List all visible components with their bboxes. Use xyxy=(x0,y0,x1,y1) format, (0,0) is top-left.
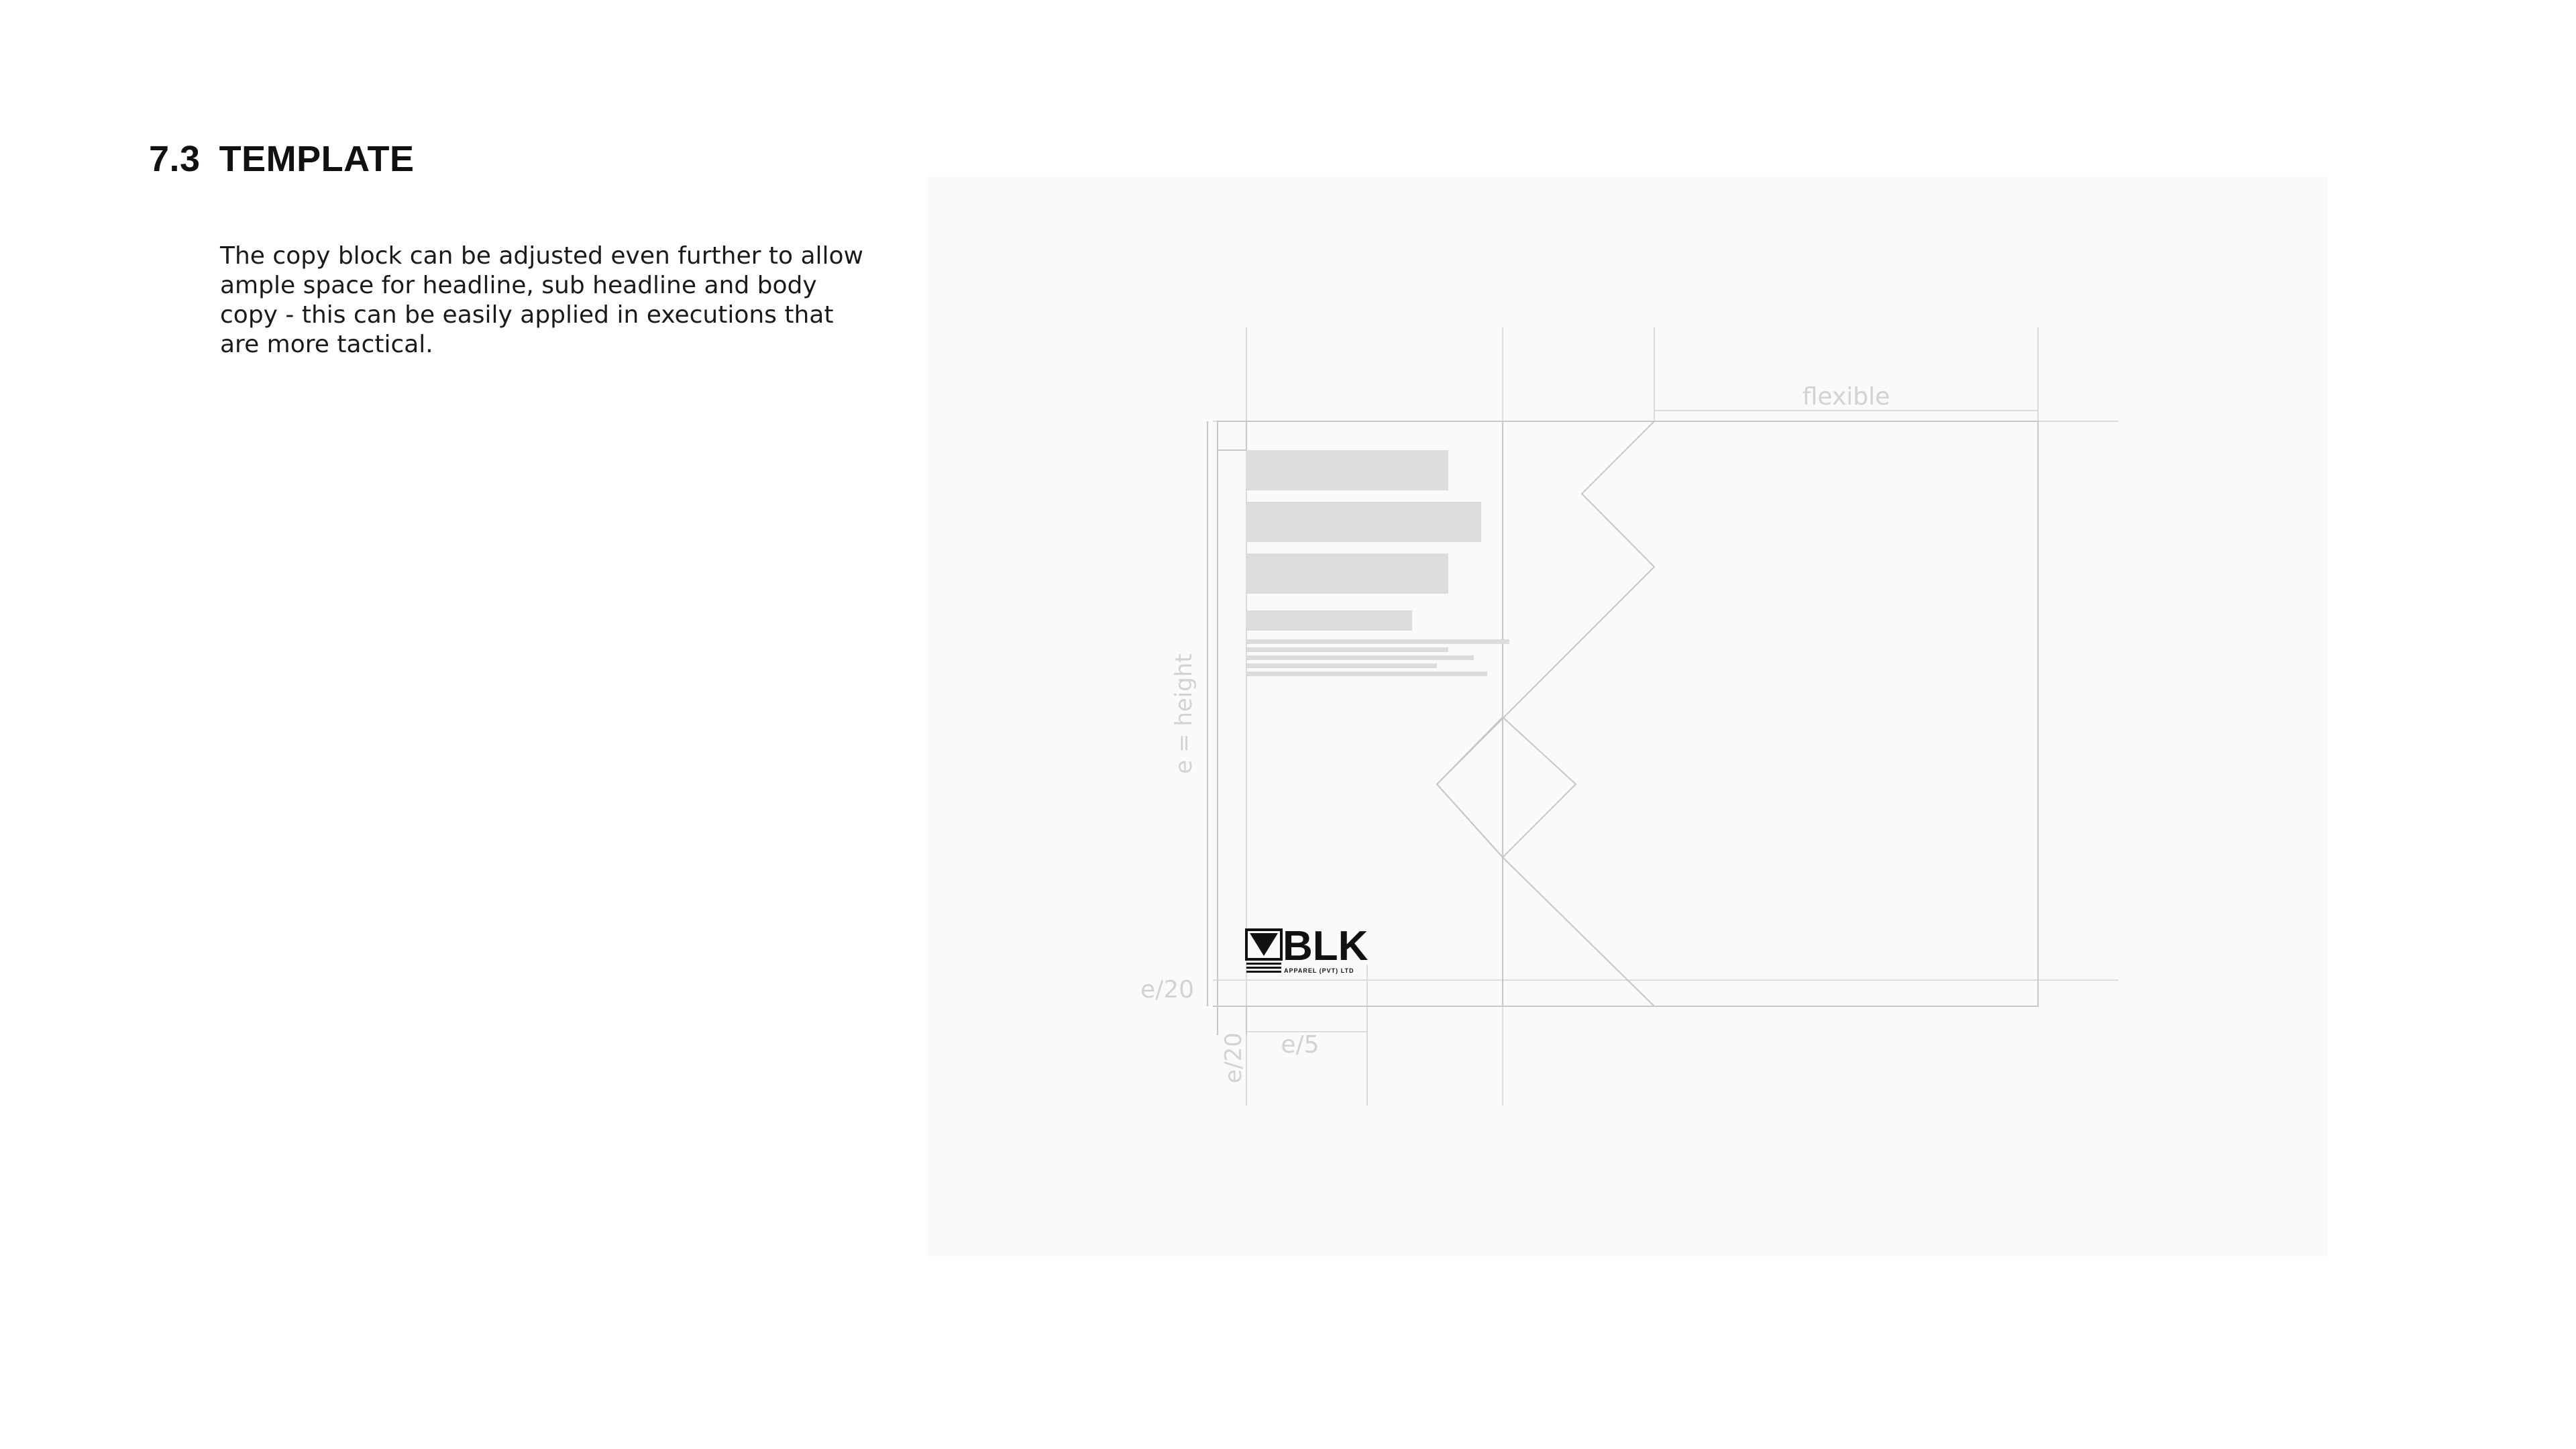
description-text: The copy block can be adjusted even furt… xyxy=(220,242,863,358)
flexible-label: flexible xyxy=(1803,383,1890,411)
subheadline-placeholder xyxy=(1246,610,1412,631)
body-copy-line xyxy=(1246,663,1437,668)
layout-frame xyxy=(1207,421,2039,1035)
blk-logo: BLK APPAREL (PVT) LTD xyxy=(1245,923,1368,974)
template-diagram-panel: BLK APPAREL (PVT) LTD flexible e = heigh… xyxy=(928,176,2328,1256)
logo-subline: APPAREL (PVT) LTD xyxy=(1284,967,1354,974)
margin-bottom-label: e/20 xyxy=(1220,1032,1247,1083)
height-label: e = height xyxy=(1171,653,1197,773)
headline-placeholder xyxy=(1246,553,1448,594)
page-heading: 7.3 TEMPLATE xyxy=(149,138,415,180)
margin-left-label: e/20 xyxy=(1140,976,1194,1004)
section-number: 7.3 xyxy=(149,139,201,179)
headline-placeholder xyxy=(1246,450,1448,490)
headline-placeholder xyxy=(1246,502,1481,542)
section-title: TEMPLATE xyxy=(219,139,415,179)
logo-wordmark: BLK xyxy=(1283,923,1368,969)
body-copy-line xyxy=(1246,672,1487,676)
body-copy-line xyxy=(1246,647,1448,652)
body-copy-line xyxy=(1246,639,1509,644)
construction-guides xyxy=(1213,327,2118,1106)
zigzag-graphic xyxy=(1436,421,1656,1007)
copy-block-placeholders xyxy=(1246,450,1509,676)
template-layout-diagram: BLK APPAREL (PVT) LTD flexible e = heigh… xyxy=(1140,327,2118,1106)
logo-width-label: e/5 xyxy=(1281,1031,1319,1059)
body-copy-line xyxy=(1246,655,1474,660)
